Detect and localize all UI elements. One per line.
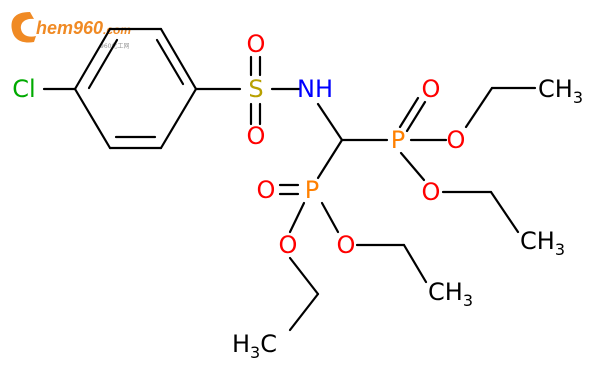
oxygen-pright-ester1: O	[447, 126, 466, 154]
oxygen-pright-double: O	[422, 75, 441, 103]
ethyl3-bond-a	[288, 256, 320, 296]
ring-bond-4	[159, 87, 198, 150]
ch-pleft-bond	[316, 138, 344, 180]
ring-inner-1	[87, 38, 119, 90]
ethyl3-bond-b	[288, 292, 320, 332]
pright-oester2-bond	[399, 151, 426, 182]
ring-bond-6	[73, 87, 112, 150]
ethyl4-bond-b	[402, 243, 428, 284]
oxygen-pleft-ester2: O	[337, 231, 356, 259]
logo-text: hem960	[36, 18, 103, 38]
ethyl2-bond-b	[489, 190, 520, 234]
logo-c-icon	[11, 12, 36, 43]
oxygen-s-bottom: O	[247, 122, 266, 150]
methyl-top: CH3	[538, 75, 583, 107]
methyl-middle: CH3	[520, 227, 565, 259]
pleft-oester2-bond	[320, 201, 340, 234]
methyl-lower: CH3	[428, 278, 473, 310]
oxygen-pleft-ester1: O	[279, 231, 298, 259]
oxygen-s-top: O	[247, 30, 266, 58]
ring-bond-1	[73, 27, 112, 91]
phosphorus-right: P	[391, 126, 405, 154]
sulfur-atom: S	[248, 75, 263, 103]
pleft-oester1-bond	[288, 201, 306, 234]
phosphorus-left: P	[305, 176, 319, 204]
pright-o-bond-a	[398, 96, 420, 129]
pright-o-bond-b	[405, 100, 427, 133]
bonds	[42, 27, 537, 332]
atom-labels: Cl S O O NH P O O O P O O O	[12, 30, 465, 259]
oxygen-pright-ester2: O	[422, 178, 441, 206]
ring-inner-2	[155, 38, 185, 86]
chlorine-atom: Cl	[12, 75, 35, 103]
oxygen-pleft-double: O	[257, 176, 276, 204]
ethyl1-bond-a	[464, 86, 494, 129]
ring-bond-3	[159, 27, 198, 91]
nh-group: NH	[297, 75, 333, 103]
methyl-bottom: H3C	[232, 330, 277, 362]
methyl-labels: CH3 CH3 CH3 H3C	[232, 75, 583, 362]
n-ch-bond	[316, 102, 344, 142]
